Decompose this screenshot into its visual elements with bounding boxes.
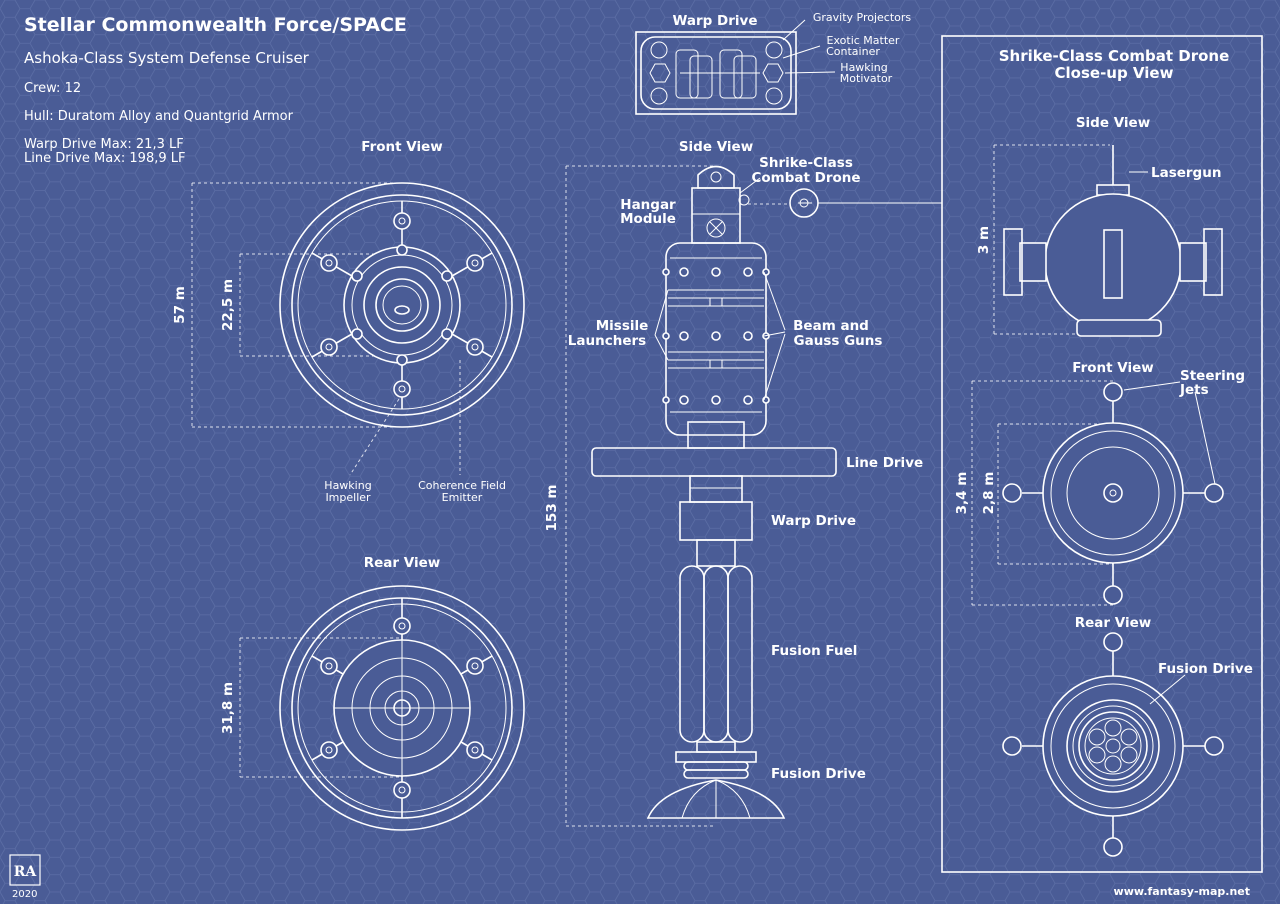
header: Stellar Commonwealth Force/SPACE Ashoka-… xyxy=(24,14,407,166)
label-missile-2: Launchers xyxy=(568,333,646,349)
logo-year: 2020 xyxy=(12,889,37,900)
label-coherence-2: Emitter xyxy=(442,491,483,504)
front-view: Front View 57 m 22,5 m xyxy=(172,139,525,504)
logo-box xyxy=(9,854,41,886)
label-steering-2: Jets xyxy=(1179,382,1209,398)
front-view-label: Front View xyxy=(361,139,443,155)
label-hawking-2: Motivator xyxy=(840,72,893,85)
label-drone-2: Combat Drone xyxy=(751,170,860,186)
drone-front-view-label: Front View xyxy=(1072,360,1154,376)
drone-closeup-panel: Shrike-Class Combat Drone Close-up View … xyxy=(941,35,1263,873)
label-fusion-drive: Fusion Drive xyxy=(771,766,866,782)
rear-view-label: Rear View xyxy=(364,555,441,571)
rear-view: Rear View 31,8 m xyxy=(220,555,525,831)
label-fusion-fuel: Fusion Fuel xyxy=(771,643,857,659)
side-view: Side View 153 m xyxy=(544,139,942,827)
side-view-label: Side View xyxy=(679,139,753,155)
label-beam-2: Gauss Guns xyxy=(794,333,883,349)
label-exotic-2: Container xyxy=(826,45,880,58)
drone-panel-title-1: Shrike-Class Combat Drone xyxy=(999,47,1230,65)
label-drone-fusion-drive: Fusion Drive xyxy=(1158,661,1253,677)
label-hawking-1: Hawking xyxy=(840,61,887,74)
spec-warp: Warp Drive Max: 21,3 LF xyxy=(24,137,184,152)
dim-rear-inner: 31,8 m xyxy=(220,682,236,734)
label-lasergun: Lasergun xyxy=(1151,165,1221,181)
drone-side-view-label: Side View xyxy=(1076,115,1150,131)
label-hangar-1: Hangar xyxy=(620,197,676,213)
spec-hull: Hull: Duratom Alloy and Quantgrid Armor xyxy=(24,109,294,124)
footer: RA 2020 www.fantasy-map.net xyxy=(9,854,1250,900)
dim-front-inner: 22,5 m xyxy=(220,279,236,331)
logo-mark: RA xyxy=(14,864,38,880)
warp-drive-detail: Warp Drive Gravity Projectors Exotic Mat… xyxy=(635,11,912,115)
website-credit: www.fantasy-map.net xyxy=(1114,885,1250,898)
spec-line: Line Drive Max: 198,9 LF xyxy=(24,151,185,166)
drone-rear-view-label: Rear View xyxy=(1075,615,1152,631)
label-steering-1: Steering xyxy=(1180,368,1245,384)
label-warp-drive: Warp Drive xyxy=(771,513,856,529)
label-hawking-impeller-1: Hawking xyxy=(324,479,371,492)
label-line-drive: Line Drive xyxy=(846,455,923,471)
page-subtitle: Ashoka-Class System Defense Cruiser xyxy=(24,49,310,67)
dim-drone-inner: 2,8 m xyxy=(981,472,997,515)
dim-drone-height: 3 m xyxy=(976,226,992,254)
label-hangar-2: Module xyxy=(620,211,676,227)
label-gravity-projectors: Gravity Projectors xyxy=(813,11,912,24)
label-coherence-1: Coherence Field xyxy=(418,479,506,492)
warp-drive-title: Warp Drive xyxy=(673,13,758,29)
label-beam-1: Beam and xyxy=(793,318,869,334)
dim-drone-outer: 3,4 m xyxy=(954,472,970,515)
label-hawking-impeller-2: Impeller xyxy=(325,491,371,504)
spec-crew: Crew: 12 xyxy=(24,81,81,96)
dim-length: 153 m xyxy=(544,485,560,532)
page-title: Stellar Commonwealth Force/SPACE xyxy=(24,14,407,36)
label-drone-1: Shrike-Class xyxy=(759,155,853,171)
label-exotic-1: Exotic Matter xyxy=(827,34,900,47)
drone-panel-title-2: Close-up View xyxy=(1055,64,1174,82)
label-missile-1: Missile xyxy=(596,318,649,334)
dim-front-outer: 57 m xyxy=(172,286,188,324)
